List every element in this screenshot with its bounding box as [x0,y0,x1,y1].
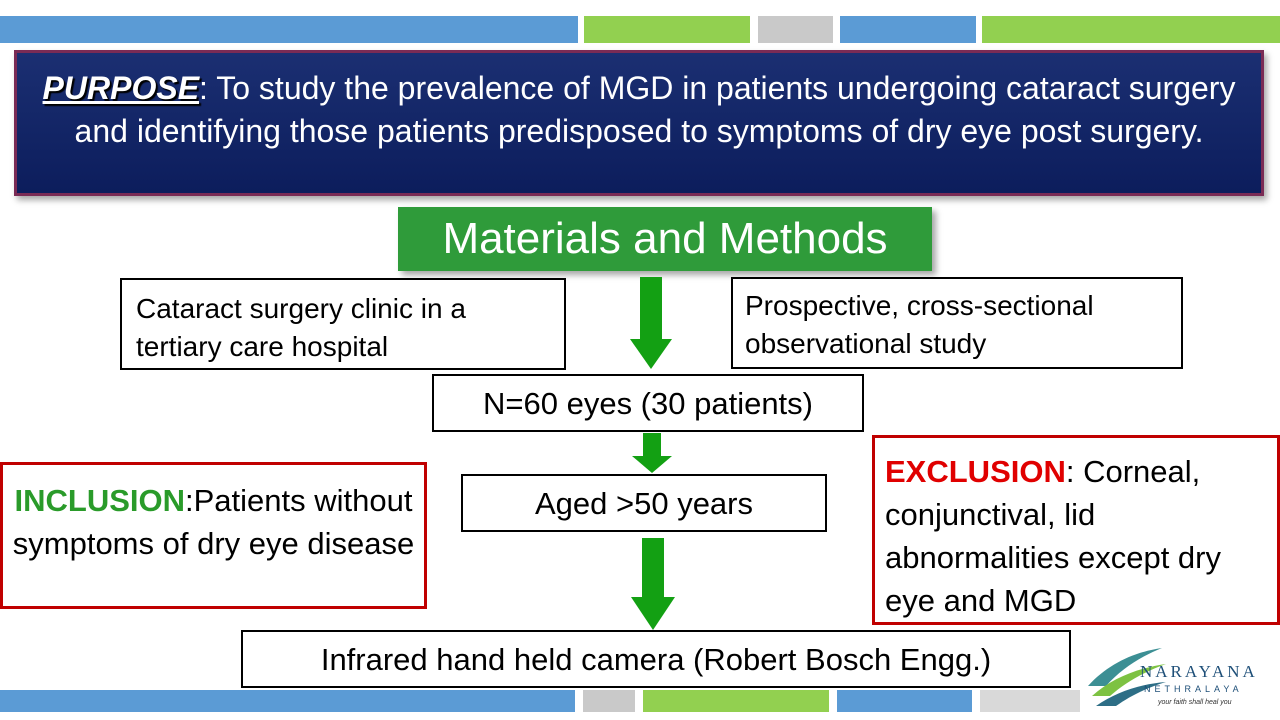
flow-arrow-3 [631,538,675,630]
top-bar-blue-2 [840,16,976,43]
device-text: Infrared hand held camera (Robert Bosch … [320,641,992,677]
bottom-bar-blue-2 [837,690,972,712]
sample-text: N=60 eyes (30 patients) [483,385,813,421]
purpose-label: PURPOSE [42,70,200,106]
bottom-bar-gray [583,690,635,712]
study-design-box: Prospective, cross-sectional observation… [731,277,1183,369]
logo-tagline: your faith shall heal you [1158,699,1232,706]
logo-name: NARAYANA [1140,662,1258,681]
purpose-banner: PURPOSE: To study the prevalence of MGD … [14,50,1264,196]
bottom-bar-gray-2 [980,690,1080,712]
inclusion-label: INCLUSION [14,483,186,518]
top-bar-green-1 [584,16,750,43]
top-bar-gray [758,16,833,43]
sample-box: N=60 eyes (30 patients) [432,374,864,432]
flow-arrow-2 [632,433,672,473]
materials-methods-heading: Materials and Methods [398,207,932,271]
logo-swoosh-icon [1088,648,1166,706]
setting-text: Cataract surgery clinic in a tertiary ca… [136,293,466,362]
bottom-bar-blue-1 [0,690,575,712]
flow-arrow-1 [630,277,672,369]
purpose-text: : To study the prevalence of MGD in pati… [74,70,1236,149]
inclusion-text: :Patients without symptoms of dry eye di… [12,483,415,561]
inclusion-box: INCLUSION:Patients without symptoms of d… [0,462,427,609]
top-bar-blue-1 [0,16,578,43]
narayana-logo: NARAYANA NETHRALAYA your faith shall hea… [1082,642,1268,712]
top-bar-green-2 [982,16,1280,43]
age-box: Aged >50 years [461,474,827,532]
exclusion-text: : Corneal, conjunctival, lid abnormaliti… [885,454,1221,618]
study-design-text: Prospective, cross-sectional observation… [745,290,1094,359]
device-box: Infrared hand held camera (Robert Bosch … [241,630,1071,688]
exclusion-box: EXCLUSION: Corneal, conjunctival, lid ab… [872,435,1280,625]
bottom-bar-green [643,690,829,712]
setting-box: Cataract surgery clinic in a tertiary ca… [120,278,566,370]
logo-sub: NETHRALAYA [1144,684,1243,694]
age-text: Aged >50 years [534,485,753,521]
exclusion-label: EXCLUSION [885,454,1066,489]
